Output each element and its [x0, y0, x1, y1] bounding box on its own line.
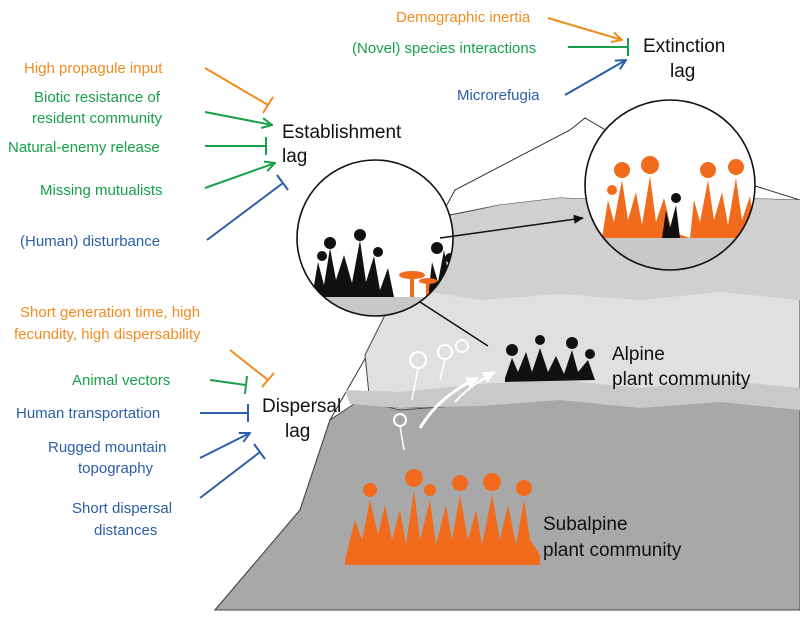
establishment-to-extinction-arrow [439, 214, 584, 239]
alpine-label-line1: Alpine [612, 344, 665, 365]
factor-biotic-resistance-line2: resident community [32, 110, 163, 127]
extinction-circle [584, 99, 756, 271]
alpine-label-line2: plant community [612, 369, 751, 390]
establishment-lag-line1: Establishment [282, 122, 402, 143]
establishment-lag-line2: lag [282, 146, 307, 167]
establishment-factor-arrows [204, 67, 289, 241]
factor-demographic-inertia: Demographic inertia [396, 9, 531, 26]
factor-natural-enemy-release: Natural-enemy release [8, 139, 160, 156]
factor-microrefugia: Microrefugia [457, 87, 540, 104]
alpine-plants [505, 335, 595, 382]
establishment-circle [296, 159, 454, 317]
dispersal-factor-arrows [199, 349, 275, 499]
factor-short-dispersal-line1: Short dispersal [72, 500, 172, 517]
factor-novel-species-interactions: (Novel) species interactions [352, 40, 536, 57]
factor-biotic-resistance-line1: Biotic resistance of [34, 89, 161, 106]
factor-high-propagule-input: High propagule input [24, 60, 163, 77]
extinction-remnant-plant [662, 193, 681, 238]
factor-animal-vectors: Animal vectors [72, 372, 170, 389]
establishment-to-alpine-connector [419, 301, 489, 347]
subalpine-plants [345, 469, 540, 565]
extinction-factor-arrows [547, 17, 629, 96]
dispersal-lag-line2: lag [285, 421, 310, 442]
subalpine-label-line1: Subalpine [543, 514, 628, 535]
extinction-lag-line2: lag [670, 61, 695, 82]
factor-rugged-mountain-line2: topography [78, 460, 154, 477]
dispersing-seeds [393, 339, 469, 451]
establishment-newcomer-plant [399, 271, 437, 297]
factor-human-transportation: Human transportation [16, 405, 160, 422]
dispersal-lag-line1: Dispersal [262, 396, 341, 417]
factor-missing-mutualists: Missing mutualists [40, 182, 163, 199]
factor-human-disturbance: (Human) disturbance [20, 233, 160, 250]
factor-short-generation-line2: fecundity, high dispersability [14, 326, 201, 343]
seed-dispersal-arrow [418, 376, 480, 429]
extinction-lag-line1: Extinction [643, 36, 725, 57]
subalpine-label-line2: plant community [543, 540, 682, 561]
factor-short-generation-line1: Short generation time, high [20, 304, 200, 321]
factor-rugged-mountain-line1: Rugged mountain [48, 439, 166, 456]
dispersal-arrow-2 [454, 371, 497, 403]
factor-short-dispersal-line2: distances [94, 522, 157, 539]
